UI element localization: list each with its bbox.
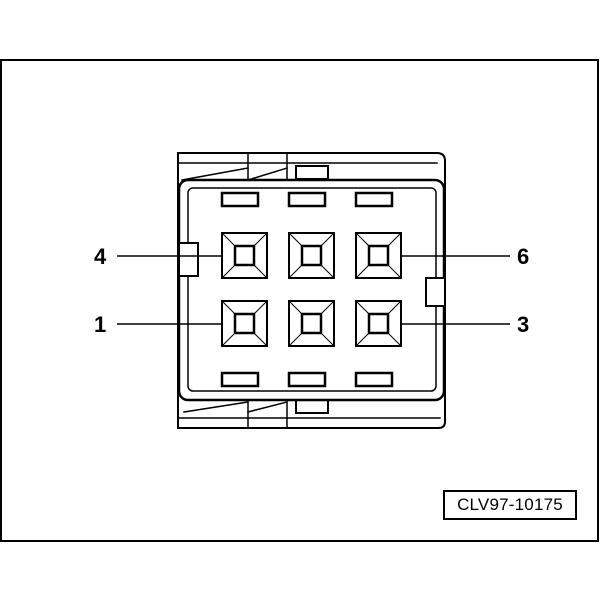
- connector-housing: [177, 152, 446, 429]
- pin-cavity-2: [288, 300, 335, 347]
- pin-cavity-5: [288, 232, 335, 279]
- figure-border: [0, 59, 599, 542]
- pin-label-6: 6: [517, 244, 529, 269]
- pin-cavity-1: [221, 300, 268, 347]
- figure-reference-label: CLV97-10175: [443, 490, 577, 520]
- pin-label-3: 3: [517, 312, 529, 337]
- pin-label-4: 4: [94, 244, 107, 269]
- pin-label-1: 1: [94, 312, 106, 337]
